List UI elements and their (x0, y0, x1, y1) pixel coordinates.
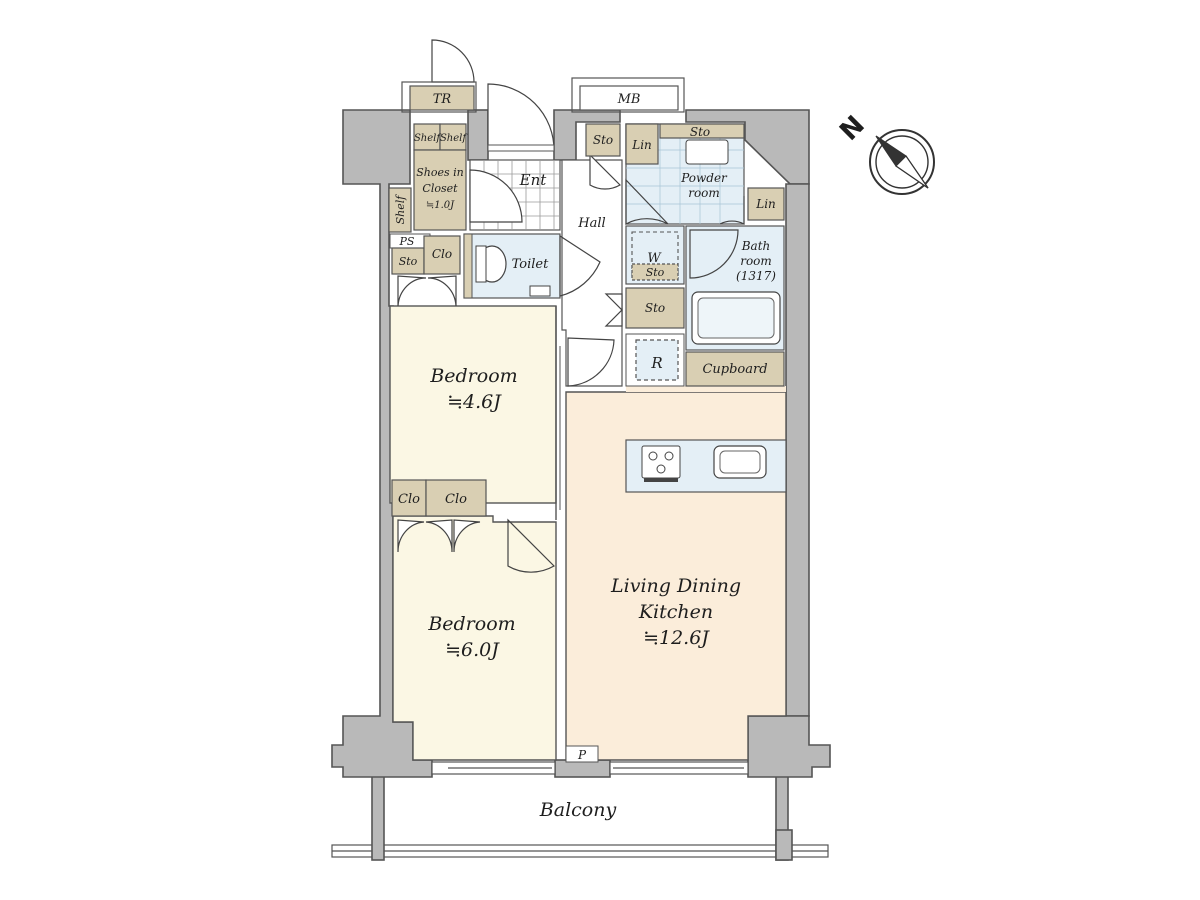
powder-room-line2: room (688, 186, 720, 200)
bath-line2: room (740, 254, 772, 268)
washer-area: W Sto Sto (625, 225, 685, 329)
washer-label: W (647, 251, 662, 266)
clo-b-label: Clo (445, 492, 467, 507)
north-arrow-icon: N (834, 110, 935, 195)
top-fixtures: TR MB (401, 39, 685, 113)
sto-ent-label: Sto (593, 133, 613, 147)
clo-ps-label: Clo (432, 247, 452, 261)
vanity-sink-icon (685, 139, 729, 165)
shoes-closet-line1: Shoes in (416, 166, 464, 179)
bedroom-2-floor (392, 515, 557, 761)
tr-label: TR (433, 92, 452, 107)
bath-line3: (1317) (736, 269, 776, 283)
toilet-label: Toilet (512, 257, 549, 272)
shoes-closet-area: ≒1.0J (426, 200, 455, 211)
tr-box (409, 85, 475, 111)
bathroom: Bath room (1317) (685, 225, 785, 351)
bedroom-1-name: Bedroom (429, 365, 517, 387)
bath-line1: Bath (741, 239, 771, 253)
lin-powder-label: Lin (755, 197, 776, 211)
room-labels: Bedroom ≒4.6J Bedroom ≒6.0J Living Dinin… (427, 365, 741, 821)
powder-room-line1: Powder (680, 171, 728, 185)
bedroom-1-floor (389, 305, 557, 504)
lin-ent-label-2: Lin (631, 138, 652, 152)
clo-a-label: Clo (398, 492, 420, 507)
toilet-room: Toilet (463, 233, 601, 299)
ps-storage-block: PS Sto Clo (389, 233, 461, 307)
hall-floor (561, 159, 623, 387)
entrance-label: Ent (519, 171, 548, 189)
sto-ps-label: Sto (399, 255, 418, 268)
balcony-label: Balcony (539, 799, 617, 821)
ldk-line2: Kitchen (638, 601, 713, 623)
pipe-label: P (577, 748, 587, 762)
ps-label: PS (399, 235, 415, 248)
kitchen-back: R Cupboard (625, 333, 785, 387)
sto-hall-label: Sto (645, 301, 665, 315)
bedroom-2-name: Bedroom (427, 613, 515, 635)
powder-room: Lin Sto Powder room Lin (625, 123, 785, 226)
bedroom-partitions: Clo Clo P (391, 306, 599, 763)
fridge-label: R (650, 354, 662, 372)
shelf-a-label: Shelf (414, 133, 442, 144)
shelf-b-label: Shelf (440, 133, 468, 144)
outer-walls (331, 109, 831, 778)
entrance (469, 83, 561, 231)
shoes-closet-line2: Closet (422, 182, 458, 195)
washer-sto-label: Sto (646, 266, 665, 279)
mb-label: MB (617, 92, 641, 107)
shelf-side-label: Shelf (394, 194, 407, 225)
shoes-closet: Shelf Shelf Shoes in Closet ≒1.0J Shelf (388, 123, 468, 233)
cupboard-label: Cupboard (702, 362, 767, 377)
hall-label: Hall (577, 216, 605, 231)
sto-top-label: Sto (690, 125, 710, 139)
ldk-area: ≒12.6J (643, 627, 710, 649)
kitchen-counter (625, 439, 787, 493)
hall-area: Hall Ent (519, 153, 623, 387)
balcony (331, 774, 829, 861)
mb-box (579, 85, 679, 111)
bedroom-2-area: ≒6.0J (445, 639, 500, 661)
bedroom-1-area: ≒4.6J (447, 391, 502, 413)
north-label: N (834, 110, 871, 147)
ldk-line1: Living Dining (610, 575, 741, 597)
